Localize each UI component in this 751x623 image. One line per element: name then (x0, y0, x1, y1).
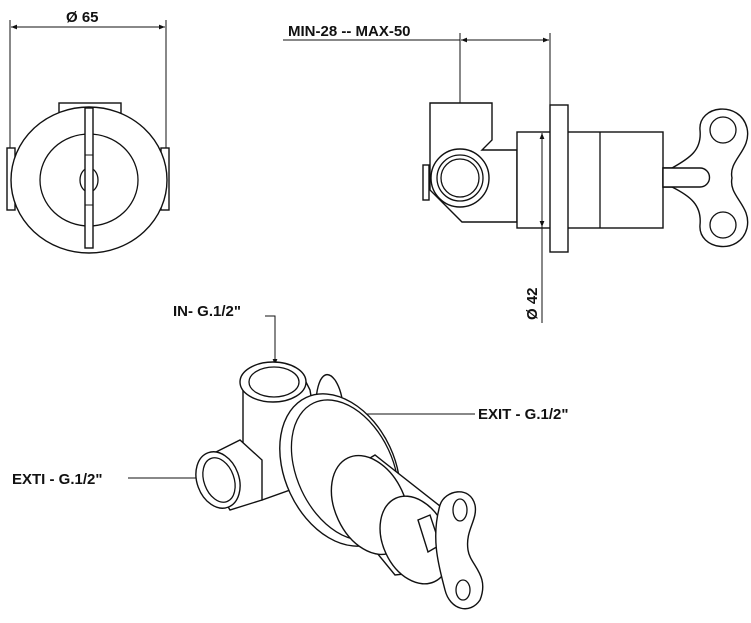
cartridge-diameter-label: Ø 42 (524, 287, 541, 320)
side-port (430, 148, 490, 208)
inlet-port (239, 361, 307, 403)
iso-key-handle (417, 491, 484, 610)
front-diameter-label: Ø 65 (66, 9, 99, 26)
iso-view: IN- G.1/2" EXIT - G.1/2" EXTI - G.1/2" (12, 303, 568, 610)
front-view: Ø 65 (6, 9, 170, 254)
inlet-label: IN- G.1/2" (173, 303, 241, 320)
handle-bar (84, 107, 94, 249)
valve-cartridge (516, 131, 664, 229)
flange (549, 104, 569, 253)
depth-range-label: MIN-28 -- MAX-50 (288, 23, 411, 40)
key-handle (662, 108, 749, 248)
side-view: MIN-28 -- MAX-50 Ø 42 (283, 23, 749, 323)
exit-label: EXIT - G.1/2" (478, 406, 568, 423)
exit2-label: EXTI - G.1/2" (12, 471, 102, 488)
